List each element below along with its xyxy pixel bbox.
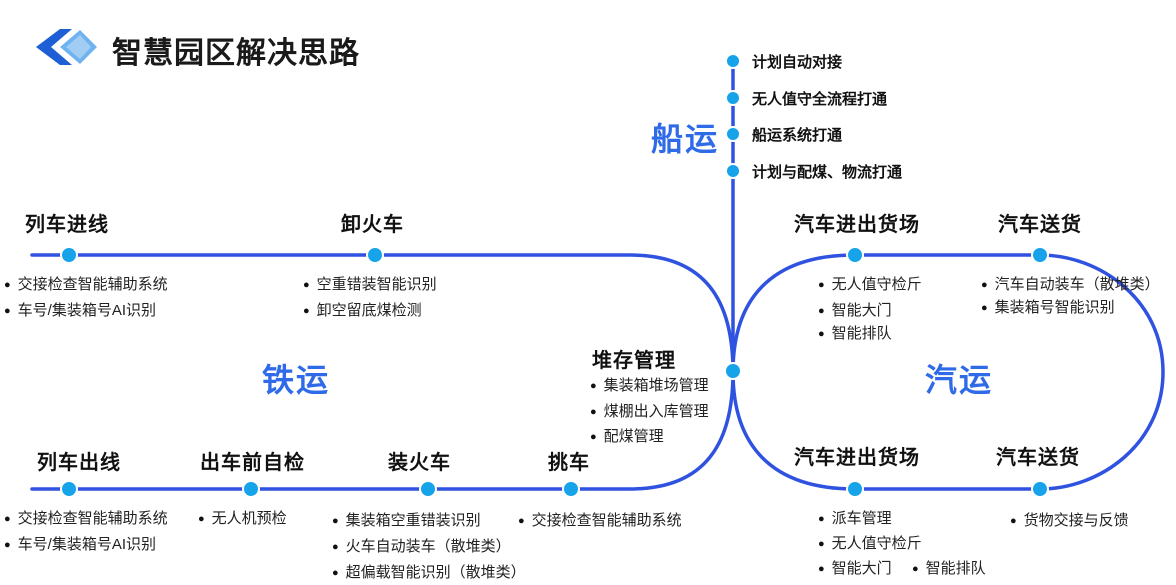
list-item: 集装箱堆场管理 — [590, 374, 709, 395]
ship-item: 计划与配煤、物流打通 — [752, 164, 903, 181]
node-load-train — [419, 480, 437, 498]
stage-load-train-title: 装火车 — [388, 452, 451, 474]
node-self-check — [242, 480, 260, 498]
list-item: 超偏载智能识别（散堆类） — [332, 561, 526, 582]
ship-label: 船运 — [651, 121, 720, 157]
ship-item: 计划自动对接 — [752, 54, 843, 71]
rail-bottom-line — [30, 370, 735, 491]
node-hub — [724, 362, 742, 380]
ship-item: 船运系统打通 — [752, 127, 843, 144]
ship-nodes — [725, 53, 741, 179]
list-item: 交接检查智能辅助系统 — [4, 507, 168, 528]
list-item: 无人值守检斤 — [818, 532, 922, 553]
node-ship-2 — [725, 90, 741, 106]
node-unload-train — [366, 246, 384, 264]
stage-truck-yard-bottom-title: 汽车进出货场 — [794, 447, 920, 469]
list-item: 智能排队 — [818, 322, 892, 343]
node-rail-in — [60, 246, 78, 264]
list-item: 交接检查智能辅助系统 — [518, 509, 682, 530]
stage-unload-train-title: 卸火车 — [341, 214, 404, 236]
list-item: 智能大门 — [818, 557, 892, 578]
node-truck-deliver-bottom — [1031, 480, 1049, 498]
truck-loop — [731, 253, 1165, 491]
list-item: 火车自动装车（散堆类） — [332, 535, 511, 556]
node-truck-yard-top — [846, 246, 864, 264]
stage-truck-yard-top-title: 汽车进出货场 — [794, 214, 920, 236]
stage-pick-car-title: 挑车 — [548, 452, 590, 474]
node-pick-car — [562, 480, 580, 498]
node-rail-out — [60, 480, 78, 498]
list-item: 货物交接与反馈 — [1010, 509, 1129, 530]
list-item: 智能排队 — [912, 557, 986, 578]
stage-rail-in-title: 列车进线 — [25, 214, 109, 236]
list-item: 交接检查智能辅助系统 — [4, 273, 168, 294]
stage-truck-deliver-top-title: 汽车送货 — [998, 214, 1082, 236]
list-item: 卸空留底煤检测 — [303, 299, 422, 320]
list-item: 智能大门 — [818, 299, 892, 320]
stage-truck-deliver-bottom-title: 汽车送货 — [996, 447, 1080, 469]
stage-rail-out-title: 列车出线 — [37, 452, 121, 474]
list-item: 煤棚出入库管理 — [590, 400, 709, 421]
node-ship-4 — [725, 163, 741, 179]
list-item: 汽车自动装车（散堆类） — [981, 273, 1160, 294]
list-item: 无人值守检斤 — [818, 273, 922, 294]
list-item: 车号/集装箱号AI识别 — [4, 299, 156, 320]
list-item: 空重错装智能识别 — [303, 273, 437, 294]
logo-icon — [36, 29, 97, 65]
stage-storage-title: 堆存管理 — [592, 350, 676, 372]
list-item: 集装箱号智能识别 — [981, 296, 1115, 317]
truck-label: 汽运 — [925, 362, 994, 398]
ship-item: 无人值守全流程打通 — [752, 91, 888, 108]
node-ship-1 — [725, 53, 741, 69]
node-truck-yard-bottom — [846, 480, 864, 498]
rail-top-line — [30, 253, 735, 374]
stage-self-check-title: 出车前自检 — [200, 452, 305, 474]
list-item: 车号/集装箱号AI识别 — [4, 533, 156, 554]
list-item: 派车管理 — [818, 507, 892, 528]
list-item: 集装箱空重错装识别 — [332, 509, 481, 530]
page-title: 智慧园区解决思路 — [112, 37, 360, 70]
node-truck-deliver-top — [1031, 246, 1049, 264]
list-item: 配煤管理 — [590, 425, 664, 446]
node-ship-3 — [725, 126, 741, 142]
rail-label: 铁运 — [262, 362, 331, 398]
list-item: 无人机预检 — [198, 507, 287, 528]
